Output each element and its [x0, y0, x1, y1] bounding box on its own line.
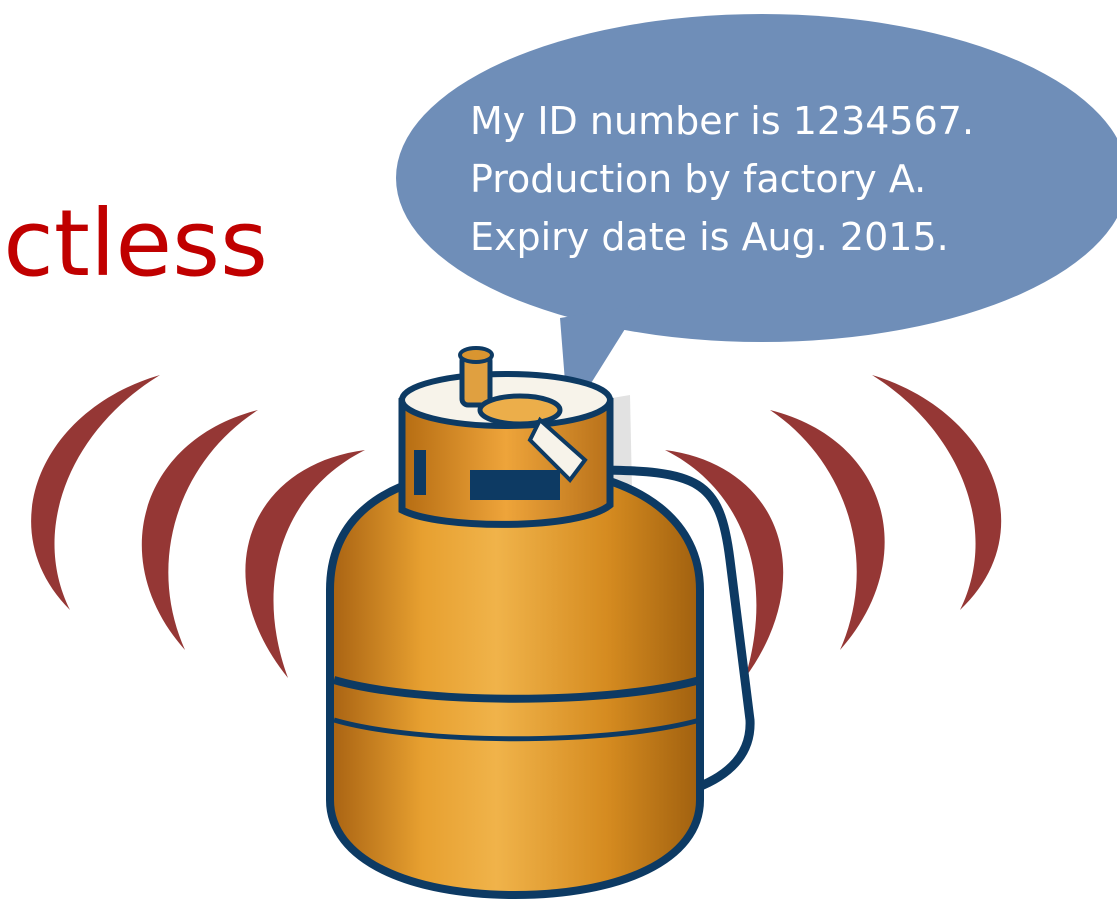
signal-wave-icon: [141, 410, 258, 650]
bubble-line-id: My ID number is 1234567.: [470, 99, 975, 143]
signal-wave-icon: [665, 450, 784, 678]
gas-cylinder-icon: [326, 346, 755, 900]
signal-wave-icon: [872, 375, 1002, 610]
bubble-line-expiry: Expiry date is Aug. 2015.: [470, 215, 949, 259]
headline-text: Contactless: [0, 190, 268, 297]
right-signal-waves: [665, 375, 1002, 678]
left-signal-waves: [31, 375, 365, 678]
bubble-text: My ID number is 1234567. Production by f…: [470, 92, 1090, 266]
signal-wave-icon: [31, 375, 160, 610]
signal-wave-icon: [245, 450, 365, 678]
signal-wave-icon: [770, 410, 885, 650]
bubble-line-production: Production by factory A.: [470, 157, 927, 201]
